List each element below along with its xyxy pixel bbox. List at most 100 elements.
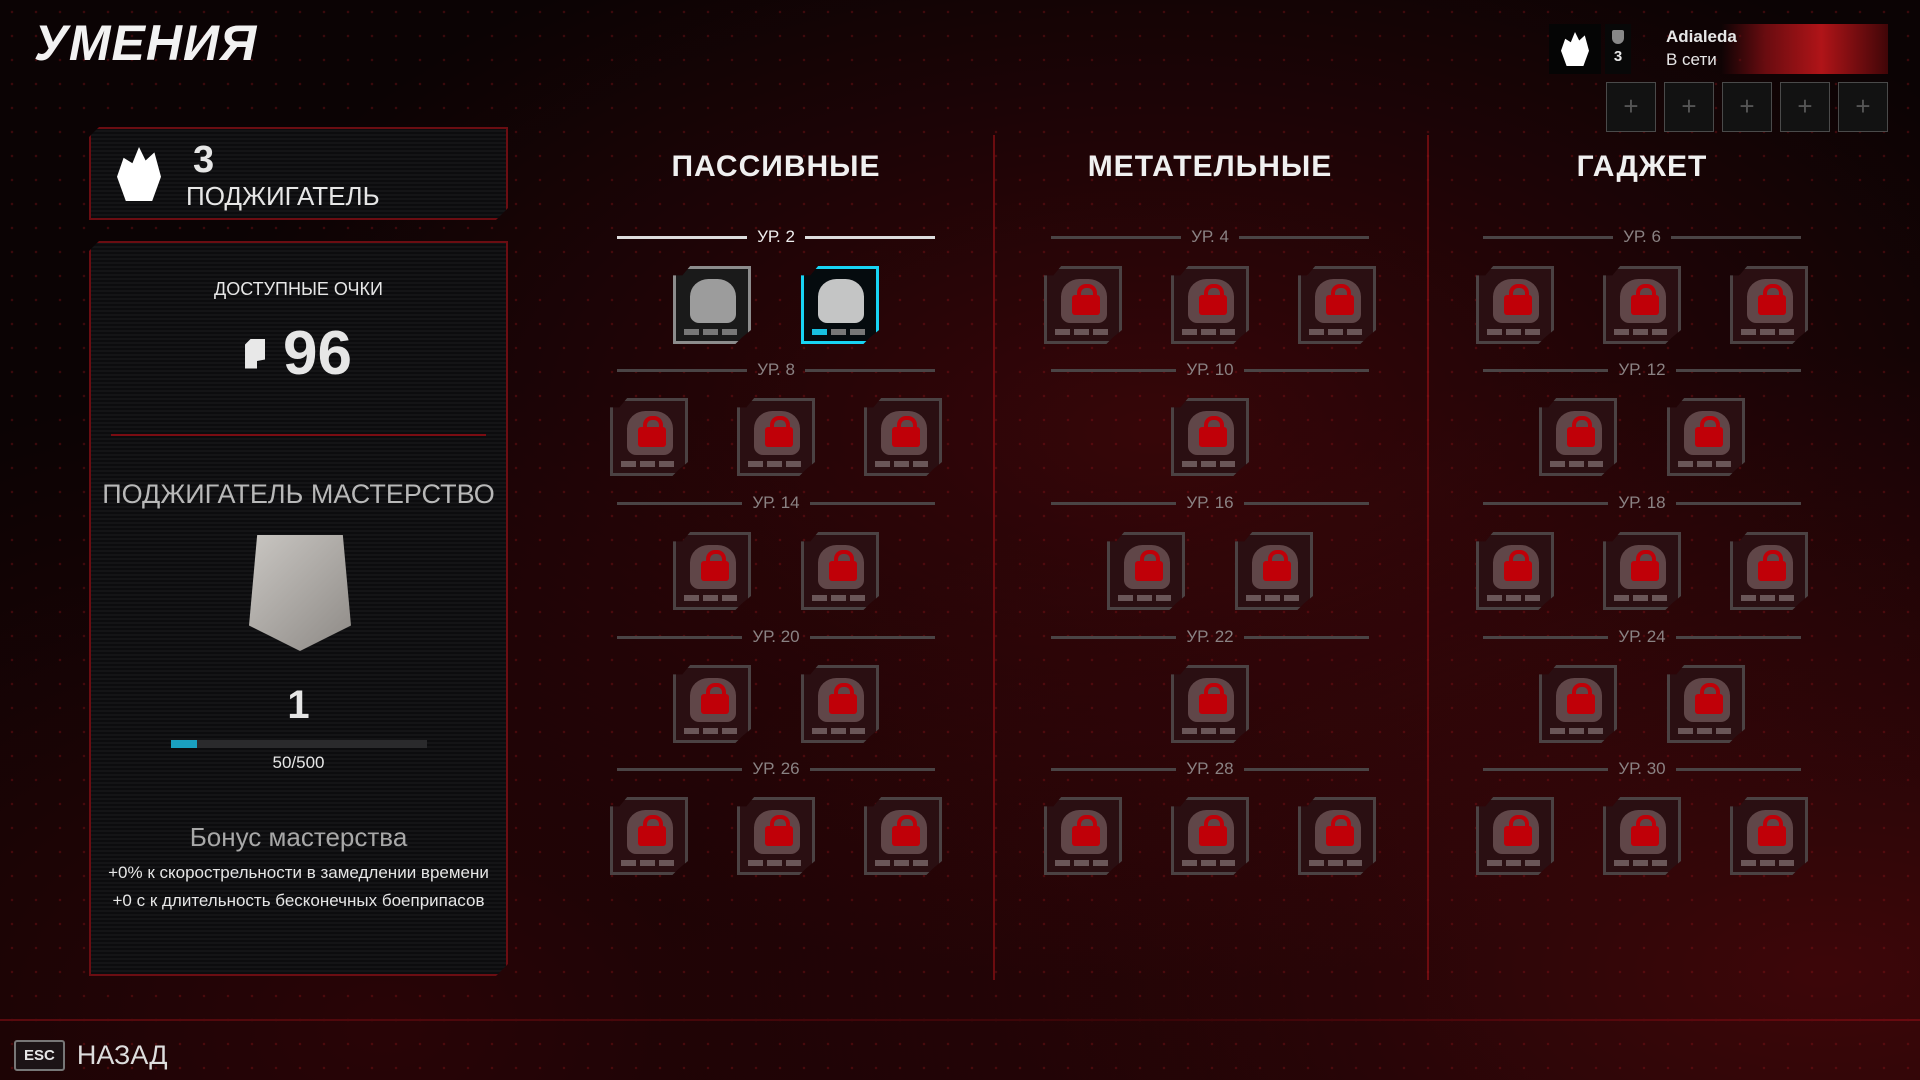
mastery-rank: 1: [287, 683, 310, 727]
skill-rank-pips: [1550, 728, 1603, 734]
tier-header: УР. 18: [1483, 493, 1801, 513]
skill-rank-pips: [748, 461, 801, 467]
skill-tile[interactable]: [737, 398, 815, 476]
skill-tile[interactable]: [1667, 665, 1745, 743]
tier-label: УР. 28: [1186, 759, 1234, 778]
skill-tile[interactable]: [1539, 665, 1617, 743]
skill-rank-pips: [748, 860, 801, 866]
back-button[interactable]: ESC НАЗАД: [14, 1040, 168, 1071]
tier-label: УР. 4: [1191, 227, 1229, 246]
skill-tile[interactable]: [1476, 266, 1554, 344]
skill-tile[interactable]: [1603, 797, 1681, 875]
tier-line: [1670, 235, 1802, 239]
lock-icon: [1326, 284, 1354, 315]
party-slot-add-button[interactable]: +: [1838, 82, 1888, 132]
skill-tile[interactable]: [1730, 532, 1808, 610]
column-title: ГАДЖЕТ: [1576, 150, 1708, 183]
lock-icon: [1504, 815, 1532, 846]
skill-rank-pips: [1182, 728, 1235, 734]
skill-tile[interactable]: [1667, 398, 1745, 476]
skill-tile[interactable]: [1476, 797, 1554, 875]
lock-icon: [638, 815, 666, 846]
tier-header: УР. 4: [1051, 227, 1370, 247]
tier-line: [1483, 235, 1614, 239]
lock-icon: [701, 683, 729, 714]
tier-header: УР. 2: [617, 227, 936, 247]
skill-tile[interactable]: [1171, 797, 1249, 875]
skill-rank-pips: [1118, 595, 1171, 601]
skill-rank-pips: [1487, 860, 1540, 866]
lock-icon: [1567, 416, 1595, 447]
class-icon: [1549, 24, 1601, 74]
party-slot-add-button[interactable]: +: [1606, 82, 1656, 132]
skill-tile[interactable]: [1539, 398, 1617, 476]
class-level: 3: [193, 139, 215, 181]
mastery-badge-icon: [249, 535, 351, 651]
lock-icon: [1199, 416, 1227, 447]
lock-icon: [1199, 683, 1227, 714]
skill-tile[interactable]: [737, 797, 815, 875]
lock-icon: [1072, 815, 1100, 846]
tier-line: [809, 767, 935, 771]
skill-tile[interactable]: [1730, 266, 1808, 344]
skill-rank-pips: [1055, 329, 1108, 335]
skill-rank-pips: [684, 595, 737, 601]
skill-tile[interactable]: [801, 532, 879, 610]
party-slot-add-button[interactable]: +: [1722, 82, 1772, 132]
skill-tile[interactable]: [1171, 266, 1249, 344]
skill-tile[interactable]: [673, 266, 751, 344]
tier-label: УР. 6: [1623, 227, 1661, 246]
skill-tile[interactable]: [1044, 797, 1122, 875]
lock-icon: [1263, 550, 1291, 581]
skill-tile[interactable]: [864, 797, 942, 875]
party-slot-add-button[interactable]: +: [1664, 82, 1714, 132]
skill-tile[interactable]: [1107, 532, 1185, 610]
skill-tile[interactable]: [1730, 797, 1808, 875]
skill-tile[interactable]: [864, 398, 942, 476]
tier-label: УР. 8: [757, 360, 795, 379]
lock-icon: [1758, 284, 1786, 315]
skill-tile[interactable]: [1298, 797, 1376, 875]
skill-rank-pips: [812, 329, 865, 335]
tier-label: УР. 30: [1618, 759, 1666, 778]
skill-tile[interactable]: [1171, 665, 1249, 743]
mastery-panel: ДОСТУПНЫЕ ОЧКИ 96 ПОДЖИГАТЕЛЬ МАСТЕРСТВО…: [89, 241, 508, 976]
skill-tile[interactable]: [673, 532, 751, 610]
skill-rank-pips: [1246, 595, 1299, 601]
skill-tile[interactable]: [1235, 532, 1313, 610]
skill-rank-pips: [1487, 595, 1540, 601]
skill-tile[interactable]: [1476, 532, 1554, 610]
skill-tile[interactable]: [1171, 398, 1249, 476]
tier-label: УР. 22: [1186, 627, 1234, 646]
tier-header: УР. 20: [617, 627, 935, 647]
mastery-bonus-line: +0% к скорострельности в замедлении врем…: [108, 863, 489, 882]
skill-tile[interactable]: [1603, 266, 1681, 344]
tier-line: [1483, 635, 1609, 639]
party-slot-add-button[interactable]: +: [1780, 82, 1830, 132]
skill-tile[interactable]: [801, 665, 879, 743]
skill-tile[interactable]: [610, 797, 688, 875]
lock-icon: [829, 683, 857, 714]
player-status: В сети: [1666, 50, 1717, 69]
skill-tile[interactable]: [1603, 532, 1681, 610]
mastery-progress-bar: [171, 740, 427, 748]
skill-rank-pips: [1614, 595, 1667, 601]
mastery-bonus-line: +0 с к длительность бесконечных боеприпа…: [112, 891, 485, 910]
skill-rank-pips: [1614, 329, 1667, 335]
skill-tile[interactable]: [1044, 266, 1122, 344]
tier-line: [804, 235, 936, 239]
skill-tile[interactable]: [610, 398, 688, 476]
tier-label: УР. 24: [1618, 627, 1666, 646]
player-profile[interactable]: 3 Adialeda В сети: [1549, 24, 1889, 76]
skill-tile[interactable]: [801, 266, 879, 344]
skill-tile[interactable]: [673, 665, 751, 743]
tier-header: УР. 12: [1483, 360, 1801, 380]
skill-tile[interactable]: [1298, 266, 1376, 344]
skill-rank-pips: [1487, 329, 1540, 335]
tier-line: [1051, 368, 1177, 372]
tier-line: [617, 501, 743, 505]
tier-line: [1675, 635, 1801, 639]
skill-rank-pips: [1182, 860, 1235, 866]
class-panel[interactable]: 3 ПОДЖИГАТЕЛЬ: [89, 127, 508, 220]
